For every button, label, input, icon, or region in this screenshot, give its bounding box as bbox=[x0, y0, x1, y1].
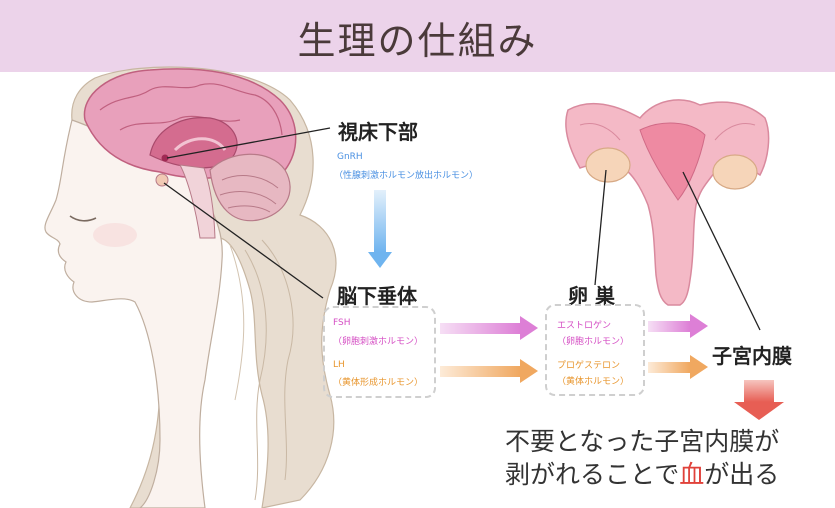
blood-highlight: 血 bbox=[679, 460, 705, 489]
pituitary-label: 脳下垂体 bbox=[337, 284, 417, 308]
ovary-hormone-box bbox=[545, 304, 645, 396]
uterus bbox=[565, 99, 770, 306]
arrow-gnrh bbox=[368, 190, 392, 268]
page-title: 生理の仕組み bbox=[297, 19, 538, 63]
estrogen-description: （卵胞ホルモン） bbox=[557, 337, 630, 347]
gnrh-label: GnRH bbox=[337, 152, 363, 162]
result-line-1: 不要となった子宮内膜が bbox=[505, 427, 780, 456]
estrogen-label: エストロゲン bbox=[557, 321, 612, 331]
lh-description: （黄体形成ホルモン） bbox=[333, 378, 424, 388]
hypothalamus-label: 視床下部 bbox=[338, 120, 418, 144]
arrow-lh bbox=[440, 359, 538, 383]
arrow-estrogen bbox=[648, 314, 708, 338]
fsh-label: FSH bbox=[333, 318, 351, 328]
result-line-2: 剥がれることで血が出る bbox=[505, 455, 779, 491]
pituitary-hormone-box bbox=[323, 306, 436, 398]
brain bbox=[83, 68, 297, 239]
arrow-result bbox=[734, 380, 784, 420]
arrow-progesterone bbox=[648, 355, 708, 379]
lh-label: LH bbox=[333, 360, 345, 370]
result-line-2-prefix: 剥がれることで bbox=[505, 460, 680, 489]
gnrh-description: （性腺刺激ホルモン放出ホルモン） bbox=[334, 171, 479, 181]
result-line-2-suffix: が出る bbox=[704, 460, 780, 489]
endometrium-label: 子宮内膜 bbox=[712, 344, 792, 368]
progesterone-label: プロゲステロン bbox=[557, 361, 621, 371]
title-banner bbox=[0, 0, 835, 72]
arrow-fsh bbox=[440, 316, 538, 340]
face bbox=[44, 119, 223, 508]
fsh-description: （卵胞刺激ホルモン） bbox=[333, 337, 424, 347]
progesterone-description: （黄体ホルモン） bbox=[557, 377, 630, 387]
